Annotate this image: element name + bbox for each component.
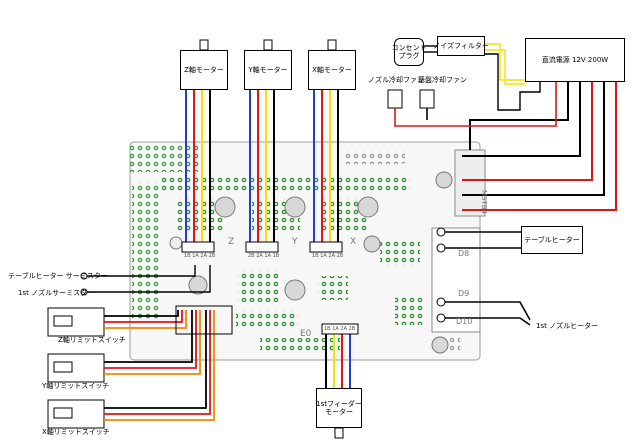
bed-thermistor-wire xyxy=(86,265,196,277)
filter-to-psu-1 xyxy=(485,43,525,81)
z-motor-label: Z軸モーター xyxy=(184,66,224,74)
filter-to-psu-ground xyxy=(485,53,541,111)
x-endstop-wire-orange xyxy=(104,310,215,421)
y-motor-label: Y軸モーター xyxy=(248,66,288,74)
noise-filter-label: ノイズフィルター xyxy=(433,42,489,50)
y-endstop-label: Y軸リミットスイッチ xyxy=(42,382,110,390)
psu-out-red-1 xyxy=(462,82,593,181)
nozzle-thermistor-end xyxy=(80,288,88,296)
psu-out-black-1 xyxy=(469,82,569,150)
filter-to-psu-2 xyxy=(485,49,525,85)
endstop-header xyxy=(175,305,233,335)
nozzle-heater-label: 1st ノズルヒーター xyxy=(536,322,599,330)
y-motor-box: Y軸モーター xyxy=(244,50,292,90)
board-fan-icon xyxy=(419,89,435,109)
x-endstop-label: X軸リミットスイッチ xyxy=(42,428,110,436)
x-connector-label: 1B 1A 2A 2B xyxy=(312,253,344,259)
bed-thermistor-end xyxy=(80,272,88,280)
z-endstop-wire-red xyxy=(104,310,183,323)
x-endstop-lever xyxy=(53,407,73,419)
extruder-motor-label-1: 1stフィーダー xyxy=(316,400,362,408)
x-motor-connector xyxy=(309,241,343,253)
mosfet-label-d9: D9 xyxy=(458,289,470,298)
psu-out-red-2 xyxy=(462,82,617,211)
y-endstop-wire-orange xyxy=(104,310,201,375)
psu-out-black-3 xyxy=(462,82,605,196)
x-motor-label: X軸モーター xyxy=(312,66,352,74)
noise-filter-box: ノイズフィルター xyxy=(433,36,489,56)
axis-letter-y: Y xyxy=(292,237,298,247)
x-endstop-wire-black xyxy=(104,310,207,409)
bed-heater-box: テーブルヒーター xyxy=(521,226,583,254)
y-motor-connector xyxy=(245,241,279,253)
extruder-motor-box: 1stフィーダー モーター xyxy=(316,388,362,428)
z-endstop-label: Z軸リミットスイッチ xyxy=(58,336,126,344)
mosfet-label-d10: D10 xyxy=(456,317,473,326)
nozzle-thermistor-wire xyxy=(86,265,211,293)
z-motor-box: Z軸モーター xyxy=(180,50,228,90)
y-connector-label: 2B 2A 1A 1B xyxy=(248,253,280,259)
extruder-motor-shaft xyxy=(334,427,344,439)
y-endstop-wire-black xyxy=(104,310,193,363)
nozzle-heater-wire-2 xyxy=(442,317,531,326)
z-connector-label: 1B 1A 2A 2B xyxy=(184,253,216,259)
z-motor-shaft xyxy=(199,39,209,51)
nozzle-heater-terminal-2 xyxy=(436,313,446,323)
psu-out-black-2 xyxy=(462,82,581,157)
extruder-motor-connector xyxy=(321,323,359,335)
extruder-motor-label-2: モーター xyxy=(325,408,353,416)
terminal-label: MSTB4 xyxy=(480,190,488,215)
power-supply-box: 直流電源 12V 200W xyxy=(525,38,625,82)
outlet-plug-icon: コンセント プラグ xyxy=(391,38,427,66)
nozzle-heater-terminal-1 xyxy=(436,297,446,307)
mosfet-label-d8: D8 xyxy=(458,249,470,258)
x-endstop-wire-red xyxy=(104,310,211,415)
z-endstop-wire-orange xyxy=(104,310,187,329)
outlet-label-1: コンセント xyxy=(391,44,427,52)
y-endstop-wire-red xyxy=(104,310,197,369)
axis-letter-z: Z xyxy=(228,237,235,247)
board-fan-label: 基盤冷却ファン xyxy=(418,76,467,84)
y-motor-shaft xyxy=(263,39,273,51)
power-supply-label: 直流電源 12V 200W xyxy=(541,56,609,64)
bed-heater-label: テーブルヒーター xyxy=(524,236,580,244)
axis-letter-x: X xyxy=(350,237,357,247)
axis-letter-e0: E0 xyxy=(300,329,312,339)
e0-connector-label: 1B 1A 2A 2B xyxy=(324,326,356,332)
x-motor-shaft xyxy=(327,39,337,51)
fan-red-wire xyxy=(394,82,557,127)
nozzle-fan-icon xyxy=(387,89,403,109)
z-motor-connector xyxy=(181,241,215,253)
nozzle-fan-label: ノズル冷却ファン xyxy=(368,76,424,84)
bed-heater-terminal-2 xyxy=(436,243,446,253)
outlet-label-2: プラグ xyxy=(398,52,420,60)
nozzle-thermistor-label: 1st ノズルサーミスター xyxy=(18,289,95,297)
z-endstop-lever xyxy=(53,315,73,327)
y-endstop-lever xyxy=(53,361,73,373)
bed-heater-terminal-1 xyxy=(436,227,446,237)
bed-thermistor-label: テーブルヒーター サーミスター xyxy=(8,272,108,280)
nozzle-heater-wire-1 xyxy=(442,301,531,321)
z-endstop-wire-black xyxy=(104,310,179,317)
x-motor-box: X軸モーター xyxy=(308,50,356,90)
